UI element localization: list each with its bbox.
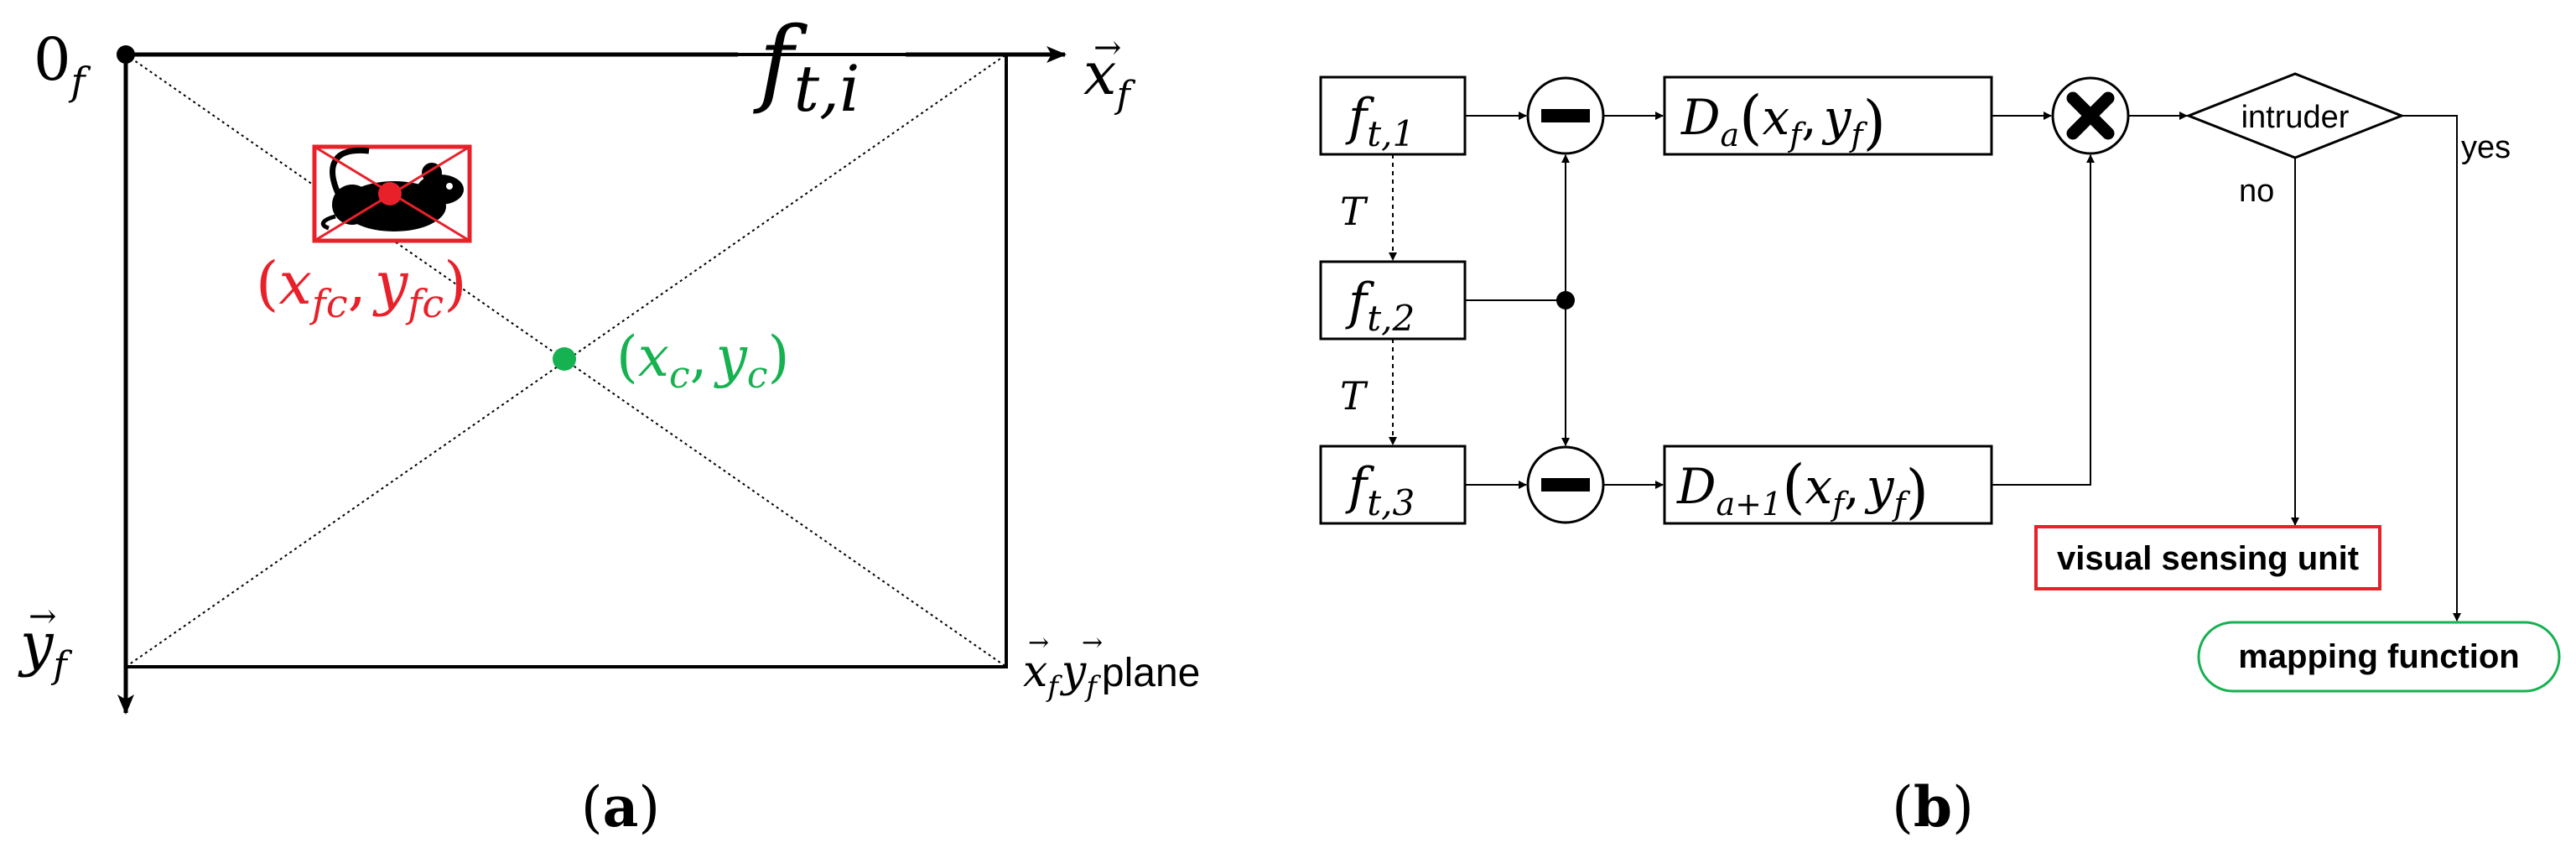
frame-title: ft,i <box>753 8 860 126</box>
subtract-node-2 <box>1526 445 1605 524</box>
y-axis-label: → yf <box>18 597 73 687</box>
intruder-center-dot <box>378 182 402 205</box>
difference-box-2-label: Da+1(xf,yf) <box>1676 452 1929 526</box>
svg-text:→: → <box>1093 29 1122 67</box>
decision-label: intruder <box>2241 100 2350 135</box>
intruder-box <box>312 144 472 243</box>
svg-text:→: → <box>29 597 57 636</box>
interval-label-1: T <box>1340 189 1368 234</box>
svg-text:→: → <box>1028 628 1049 658</box>
origin-label: 0f <box>34 25 91 104</box>
interval-label-2: T <box>1340 373 1368 419</box>
origin-dot <box>117 45 135 64</box>
center-point-dot <box>553 347 576 371</box>
yes-label: yes <box>2461 130 2511 165</box>
visual-sensing-unit-label: visual sensing unit <box>2057 540 2359 577</box>
x-axis-label: → xf <box>1083 29 1135 117</box>
multiply-node <box>2051 76 2130 155</box>
panel-b: ft,1 ft,2 ft,3 T T Da(xf,yf) Da+1(xf,yf) <box>1319 72 2561 840</box>
frame-box-2 <box>1319 260 1467 341</box>
edge-yes <box>2402 115 2461 622</box>
intruder-point-label: (xfc,yfc) <box>256 249 467 326</box>
svg-text:xf: xf <box>1083 39 1135 117</box>
svg-text:yf: yf <box>18 610 73 687</box>
difference-box-1-label: Da(xf,yf) <box>1680 83 1886 157</box>
mapping-function-label: mapping function <box>2238 638 2520 675</box>
svg-text:→: → <box>1082 628 1103 658</box>
panel-a-label: (a) <box>581 774 660 840</box>
frame-box-3-label: ft,3 <box>1345 457 1415 523</box>
no-label: no <box>2239 174 2274 209</box>
edge-diff2-multiply <box>1992 154 2095 486</box>
difference-box-2 <box>1663 445 1993 525</box>
visual-sensing-unit-box <box>2034 525 2381 590</box>
panel-b-label: (b) <box>1892 774 1974 840</box>
subtract-node-1 <box>1526 76 1605 155</box>
mouse-icon <box>320 147 464 231</box>
frame-box-3 <box>1319 445 1467 525</box>
center-point-label: (xc,yc) <box>616 325 789 397</box>
mapping-function-box <box>2197 621 2561 693</box>
